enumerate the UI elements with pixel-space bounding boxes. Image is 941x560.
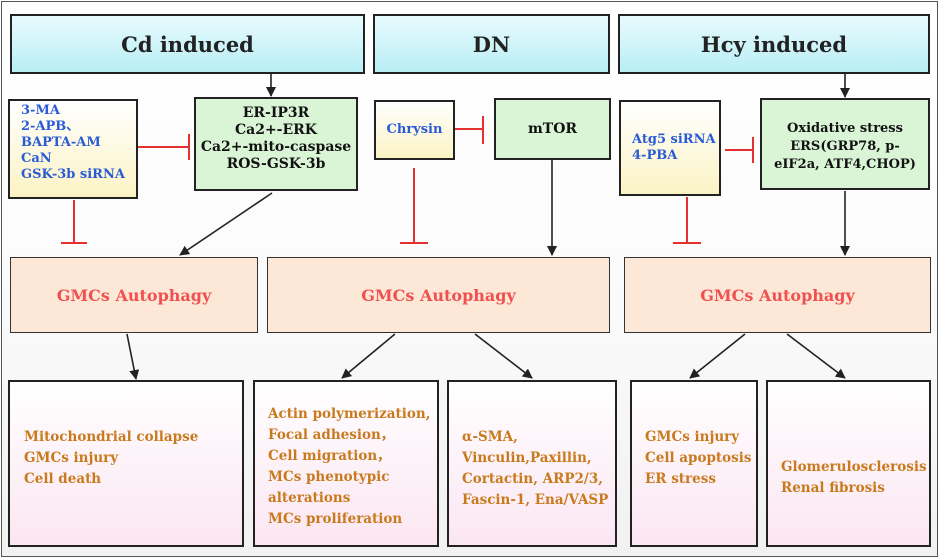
inhibit-hcy-inhibitor-to-pathway <box>725 137 754 163</box>
autophagy-label-hcy: GMCs Autophagy <box>700 285 855 305</box>
outcome-cortactin-arp23: Cortactin, ARP2/3, <box>462 471 603 487</box>
pathway-box-cd: ER-IP3R Ca2+-ERK Ca2+-mito-caspase ROS-G… <box>194 97 358 191</box>
outcome-box-hcy-2: Glomerulosclerosis Renal fibrosis <box>766 380 931 547</box>
outcome-glomerulosclerosis: Glomerulosclerosis <box>781 459 927 475</box>
pathway-er-ip3r: ER-IP3R <box>242 105 310 121</box>
inhibit-hcy-inhibitor-to-autophagy <box>673 197 701 244</box>
inhibit-chrysin-to-autophagy <box>400 168 428 244</box>
autophagy-label-dn: GMCs Autophagy <box>361 285 516 305</box>
inhibitor-gsk3b-sirna: GSK-3b siRNA <box>21 167 125 182</box>
outcome-er-stress: ER stress <box>645 471 716 487</box>
autophagy-box-hcy: GMCs Autophagy <box>624 257 931 333</box>
outcome-cell-apoptosis: Cell apoptosis <box>645 450 752 466</box>
outcome-gmcs-injury: GMCs injury <box>24 450 119 466</box>
inhibitor-can: CaN <box>21 151 52 166</box>
autophagy-label-cd: GMCs Autophagy <box>56 285 212 305</box>
inhibit-chrysin-to-mtor <box>455 116 484 144</box>
inhibitor-box-cd: 3-MA 2-APB、 BAPTA-AM CaN GSK-3b siRNA <box>8 99 138 199</box>
header-dn: DN <box>373 14 610 74</box>
inhibit-cd-inhibitor-to-autophagy <box>61 200 87 244</box>
outcome-cell-death: Cell death <box>24 471 102 487</box>
outcome-alterations: alterations <box>268 490 351 506</box>
outcome-box-dn-2: α-SMA, Vinculin,Paxillin, Cortactin, ARP… <box>447 380 617 547</box>
inhibitor-box-hcy: Atg5 siRNA 4-PBA <box>619 100 721 196</box>
outcome-cell-migration: Cell migration， <box>268 448 391 464</box>
arrow-dn-autophagy-to-outcome-1 <box>341 333 396 379</box>
arrow-dn-autophagy-to-outcome-2 <box>474 333 533 379</box>
pathway-box-dn: mTOR <box>494 98 611 160</box>
pathway-oxidative-stress: Oxidative stress <box>787 121 903 136</box>
outcome-alpha-sma: α-SMA, <box>462 429 518 445</box>
outcome-box-hcy-1: GMCs injury Cell apoptosis ER stress <box>630 380 758 547</box>
header-dn-label: DN <box>472 31 511 57</box>
arrow-hcy-autophagy-to-outcome-1 <box>689 333 746 379</box>
inhibitor-2apb: 2-APB、 <box>21 119 80 134</box>
arrow-cd-autophagy-to-outcome <box>126 333 140 380</box>
arrow-hcy-autophagy-to-outcome-2 <box>786 333 846 379</box>
inhibitor-4pba: 4-PBA <box>632 148 678 163</box>
outcome-focal-adhesion: Focal adhesion， <box>268 427 395 443</box>
pathway-ca-erk: Ca2+-ERK <box>235 122 317 138</box>
outcome-box-dn-1: Actin polymerization, Focal adhesion， Ce… <box>253 380 439 547</box>
outcome-renal-fibrosis: Renal fibrosis <box>781 480 885 496</box>
pathway-ros-gsk3b: ROS-GSK-3b <box>226 156 326 172</box>
header-cd-label: Cd induced <box>121 31 254 57</box>
outcome-mcs-phenotypic: MCs phenotypic <box>268 469 390 485</box>
pathway-ers-grp78: ERS(GRP78, p- <box>790 139 900 154</box>
outcome-box-cd: Mitochondrial collapse GMCs injury Cell … <box>8 380 244 547</box>
autophagy-box-dn: GMCs Autophagy <box>267 257 610 333</box>
header-cd-induced: Cd induced <box>10 14 365 74</box>
pathway-ca-mito-caspase: Ca2+-mito-caspase <box>200 139 352 155</box>
outcome-gmcs-injury-hcy: GMCs injury <box>645 429 740 445</box>
outcome-fascin1-ena-vasp: Fascin-1, Ena/VASP <box>462 492 609 508</box>
inhibitor-atg5-sirna: Atg5 siRNA <box>632 132 716 147</box>
pathway-eif2a-atf4-chop: eIF2a, ATF4,CHOP) <box>774 157 916 172</box>
pathway-mtor: mTOR <box>527 120 578 137</box>
header-hcy-label: Hcy induced <box>700 31 848 57</box>
autophagy-box-cd: GMCs Autophagy <box>10 257 258 333</box>
outcome-vinculin-paxillin: Vinculin,Paxillin, <box>462 450 592 466</box>
inhibitor-3ma: 3-MA <box>21 103 60 118</box>
inhibitor-box-dn: Chrysin <box>374 100 455 160</box>
outcome-mitochondrial-collapse: Mitochondrial collapse <box>24 429 199 445</box>
arrow-cd-pathway-to-autophagy <box>179 192 273 256</box>
outcome-mcs-proliferation: MCs proliferation <box>268 511 403 527</box>
header-hcy-induced: Hcy induced <box>618 14 930 74</box>
pathway-box-hcy: Oxidative stress ERS(GRP78, p- eIF2a, AT… <box>760 98 930 190</box>
inhibitor-bapta-am: BAPTA-AM <box>21 135 101 150</box>
inhibitor-chrysin: Chrysin <box>386 122 443 137</box>
inhibit-cd-inhibitor-to-pathway <box>138 134 190 160</box>
outcome-actin-polymerization: Actin polymerization, <box>268 406 431 422</box>
